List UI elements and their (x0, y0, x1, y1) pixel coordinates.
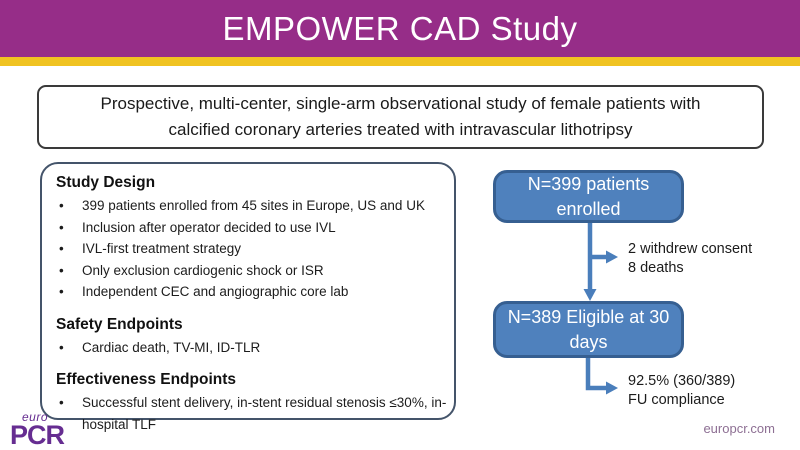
section-heading: Safety Endpoints (56, 315, 183, 333)
section-study-design: Study Design 399 patients enrolled from … (56, 172, 448, 303)
bullet-list: Cardiac death, TV-MI, ID-TLR (56, 337, 448, 359)
arrow-elbow-head (606, 381, 618, 395)
note-fu-compliance: 92.5% (360/389) FU compliance (628, 372, 735, 410)
section-heading: Study Design (56, 174, 156, 191)
bullet-list: 399 patients enrolled from 45 sites in E… (56, 195, 448, 303)
section-effectiveness-endpoints: Effectiveness Endpoints Successful stent… (56, 369, 448, 435)
list-item: Inclusion after operator decided to use … (56, 217, 448, 239)
accent-bar (0, 57, 800, 66)
section-safety-endpoints: Safety Endpoints Cardiac death, TV-MI, I… (56, 314, 448, 359)
page-title: EMPOWER CAD Study (222, 9, 578, 47)
list-item: 399 patients enrolled from 45 sites in E… (56, 195, 448, 217)
section-heading: Effectiveness Endpoints (56, 371, 237, 388)
header-bar: EMPOWER CAD Study (0, 0, 800, 57)
note-line: 8 deaths (628, 260, 684, 276)
website-link[interactable]: europcr.com (703, 421, 775, 436)
note-line: 2 withdrew consent (628, 241, 753, 257)
logo-pcr-text: PCR (10, 420, 65, 450)
note-withdrawals: 2 withdrew consent 8 deaths (628, 240, 752, 278)
list-item: IVL-first treatment strategy (56, 238, 448, 260)
bullet-list: Successful stent delivery, in-stent resi… (56, 392, 448, 435)
flow-box-eligible: N=389 Eligible at 30 days (493, 301, 684, 358)
flow-box-enrolled: N=399 patients enrolled (493, 170, 684, 223)
europcr-logo: euro PCR (10, 410, 65, 450)
list-item: Independent CEC and angiographic core la… (56, 281, 448, 303)
note-line: 92.5% (360/389) (628, 373, 736, 389)
note-line: FU compliance (628, 392, 725, 408)
arrow-down-head (583, 289, 597, 301)
list-item: Cardiac death, TV-MI, ID-TLR (56, 337, 448, 359)
summary-box: Prospective, multi-center, single-arm ob… (37, 85, 764, 149)
arrow-elbow-line (585, 358, 607, 391)
summary-line: Prospective, multi-center, single-arm ob… (100, 94, 701, 113)
study-panel: Study Design 399 patients enrolled from … (40, 162, 456, 432)
list-item: Only exclusion cardiogenic shock or ISR (56, 260, 448, 282)
logo-euro-text: euro (22, 410, 49, 424)
summary-line: calcified coronary arteries treated with… (168, 120, 633, 139)
arrow-branch-head (606, 250, 618, 264)
list-item: Successful stent delivery, in-stent resi… (56, 392, 448, 435)
